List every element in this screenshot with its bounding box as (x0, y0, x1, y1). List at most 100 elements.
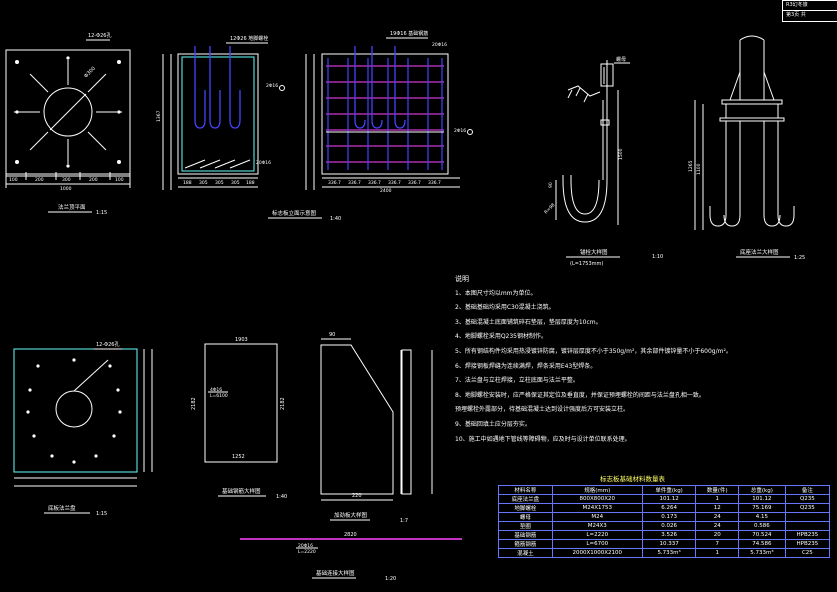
table-cell: 24 (695, 521, 740, 531)
stiffener-plate-view: 1903 2182 2182 1252 4Φ16 L=6100 基础钢筋大样图 … (191, 337, 287, 500)
table-cell: L=2220 (551, 530, 643, 540)
flange-top-view: 12-Φ26孔 Φ300 100 200 300 200 100 1000 法兰… (5, 32, 131, 216)
column-dim-2: 1100 (696, 163, 702, 175)
panel-grid-dim-6: 336.7 (428, 180, 441, 186)
table-cell: 基础钢筋 (498, 530, 553, 540)
notes-item-8: 8、地脚螺栓安装时，应严格保证其定位及垂直度，并保证预埋螺栓的间距与法兰盘孔相一… (455, 391, 705, 399)
tie-bar-title: 基础连接大样图 (316, 569, 355, 577)
table-row: 底座法兰盘 800X800X20 101.12 1 101.12 Q235 (498, 494, 831, 504)
panel-grid-dim-4: 336.7 (388, 180, 401, 186)
table-cell: 1 (695, 548, 740, 558)
anchor-dim-length: 1500 (618, 148, 624, 160)
anchor-title: 锚栓大样图 (580, 248, 608, 256)
table-cell: 7 (695, 539, 740, 549)
table-cell: 地脚螺栓 (498, 503, 553, 513)
table-cell: 0.586 (738, 521, 786, 531)
anchor-scale: 1:10 (652, 254, 663, 260)
notes-item-4: 4、地脚螺栓采用Q235钢材制作。 (455, 333, 547, 341)
table-cell: 3.526 (641, 530, 697, 540)
panel-front-dim-2: 305 (199, 180, 208, 186)
title-block: R3幻冬旅 第3页 共 (782, 0, 837, 22)
table-cell: 24 (695, 512, 740, 522)
table-cell: 1 (695, 494, 740, 504)
panel-front-scale: 1:40 (330, 216, 341, 222)
anchor-subtitle: (L=1753mm) (570, 261, 603, 267)
table-cell: 75.169 (738, 503, 786, 513)
table-cell: 20 (695, 530, 740, 540)
notes-item-7: 7、法兰盘与立柱焊接，立柱底面与法兰平整。 (455, 377, 579, 385)
table-cell: 箍筋钢筋 (498, 539, 553, 549)
panel-grid-dim-3: 336.7 (368, 180, 381, 186)
table-cell: 800X800X20 (551, 494, 643, 504)
panel-front-title: 标志板立面示意图 (272, 209, 317, 217)
base-plate-view: 12-Φ26孔 底板法兰盘 1:15 (13, 341, 153, 517)
column-scale: 1:25 (794, 255, 805, 261)
notes-section: 说明 1、本图尺寸均以mm为单位。 2、基础基础均采用C30混凝土浇筑。 3、基… (455, 272, 755, 447)
rib-title: 加劲板大样图 (334, 511, 368, 519)
panel-front-height: 1367 (156, 110, 162, 122)
flange-dim-1: 100 (9, 177, 18, 183)
panel-front-dim-1: 188 (183, 180, 192, 186)
tie-bar-spec-length: L=2220 (298, 549, 316, 555)
table-cell: 6.264 (641, 503, 697, 513)
flange-title: 法兰顶平面 (58, 203, 86, 211)
base-plate-title: 底板法兰盘 (48, 504, 76, 512)
flange-dim-5: 100 (115, 177, 124, 183)
table-cell: Q235 (784, 494, 831, 504)
tie-bar-view: 2820 20Φ16 L=2220 基础连接大样图 1:20 (240, 532, 462, 582)
notes-item-9: 9、基础回填土应分层夯实。 (455, 420, 531, 428)
header-cell: 数量(件) (695, 485, 740, 495)
table-cell: 5.733m³ (738, 548, 786, 558)
table-cell: 101.12 (641, 494, 697, 504)
stiffener-bar-length: L=6100 (210, 393, 228, 399)
panel-grid-bar-b: 2Φ16 (454, 128, 466, 134)
table-cell: M24X1753 (551, 503, 643, 513)
header-cell: 材料名称 (498, 485, 553, 495)
table-cell: 底座法兰盘 (498, 494, 553, 504)
header-cell: 规格(mm) (551, 485, 643, 495)
table-cell: 5.733m³ (641, 548, 697, 558)
notes-item-5: 5、所有钢结构件均采用热浸镀锌防腐，镀锌层厚度不小于350g/m²，其余部件镀锌… (455, 347, 732, 355)
rib-dim-top: 90 (329, 332, 335, 338)
stiffener-bar: 4Φ16 (210, 387, 222, 393)
rib-scale: 1:7 (400, 518, 408, 524)
table-cell: 4.15 (738, 512, 786, 522)
stiffener-dim-left: 2182 (191, 397, 197, 410)
tie-bar-length: 2820 (344, 532, 357, 538)
panel-grid-dim-1: 336.7 (328, 180, 341, 186)
column-dim-1: 1265 (688, 160, 694, 172)
stiffener-title: 基础钢筋大样图 (222, 487, 261, 495)
table-cell: L=6700 (551, 539, 643, 549)
notes-item-1: 1、本图尺寸均以mm为单位。 (455, 289, 537, 297)
table-cell: Q235 (784, 503, 831, 513)
table-row: 地脚螺栓 M24X1753 6.264 12 75.169 Q235 (498, 503, 831, 513)
header-cell: 单件重(kg) (641, 485, 697, 495)
table-row: 箍筋钢筋 L=6700 10.337 7 74.586 HPB235 (498, 539, 831, 549)
anchor-dim-hook: 90 (548, 182, 554, 188)
flange-scale: 1:15 (96, 210, 107, 216)
table-cell: 螺母 (498, 512, 553, 522)
header-cell: 备注 (784, 485, 831, 495)
panel-front-rebar-note: 12Φ26 地脚螺栓 (230, 35, 268, 42)
anchor-bolt-view: 螺母 1500 90 R=98 锚栓大样图 (L=1753mm) 1:10 (543, 56, 663, 267)
table-cell: 0.173 (641, 512, 697, 522)
panel-front-bar-b: 20Φ16 (256, 160, 271, 166)
panel-front-bar-a: 2Φ16 (266, 83, 278, 89)
panel-grid-view: 19Φ16 基础钢筋 20Φ16 2Φ16 336.7 336.7 336.7 … (305, 30, 473, 194)
notes-item-8b: 预埋螺栓外露部分，待基础混凝土达到设计强度后方可安装立柱。 (455, 406, 630, 414)
notes-item-10: 10、施工中如遇地下管线等障碍物，应及时与设计单位联系处理。 (455, 435, 631, 443)
table-cell: 12 (695, 503, 740, 513)
stiffener-dim-right: 2182 (280, 397, 286, 410)
table-cell: 混凝土 (498, 548, 553, 558)
flange-dim-3: 300 (62, 177, 71, 183)
table-cell: M24 (551, 512, 643, 522)
anchor-bolt-label: 螺母 (616, 56, 626, 63)
tie-bar-scale: 1:20 (385, 576, 396, 582)
table-cell: 101.12 (738, 494, 786, 504)
panel-front-dim-5: 188 (246, 180, 255, 186)
table-cell: 74.586 (738, 539, 786, 549)
panel-grid-dim-5: 336.7 (408, 180, 421, 186)
table-cell: 70.524 (738, 530, 786, 540)
column-base-view: 1265 1100 底座法兰大样图 1:25 (688, 35, 805, 261)
